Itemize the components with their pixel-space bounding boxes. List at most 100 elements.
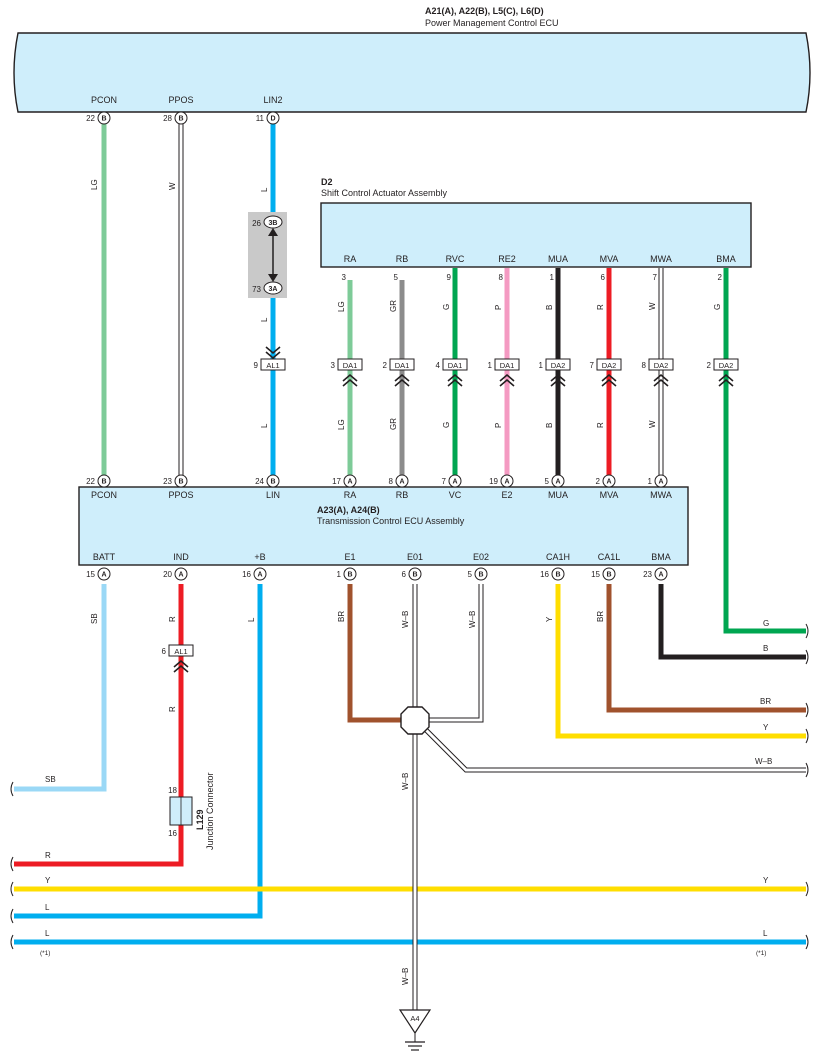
l129-name: Junction Connector — [205, 772, 215, 850]
da-connector-bma: DA2 2 — [707, 358, 739, 387]
svg-text:1: 1 — [488, 361, 493, 370]
lin-junction-3a-pin: 73 — [252, 285, 261, 294]
wire-label-l-left: L — [45, 903, 50, 912]
pmc-pin-circle-lin2: D 11 — [256, 111, 280, 125]
lin-junction-3b — [263, 215, 283, 229]
wire-e02-wb-outline — [428, 584, 484, 723]
svg-text:28: 28 — [163, 114, 172, 123]
svg-text:DA2: DA2 — [551, 361, 566, 370]
tcm-bottom-circle-bma: A 23 — [643, 567, 668, 581]
wire-label-l-lin-3: L — [260, 423, 269, 428]
svg-text:1: 1 — [648, 477, 653, 486]
d2-code: D2 — [321, 177, 333, 187]
svg-text:B: B — [478, 572, 483, 579]
wire-bma-b — [658, 584, 806, 660]
svg-text:17: 17 — [332, 477, 341, 486]
d2-pin-rvc: RVC — [446, 254, 465, 264]
svg-text:1: 1 — [539, 361, 544, 370]
d2-name: Shift Control Actuator Assembly — [321, 188, 448, 198]
ind-al1-box — [168, 644, 194, 657]
tcm-bottom-circle-e02: B 5 — [468, 567, 488, 581]
svg-text:B: B — [178, 116, 183, 123]
da-connector-mua: DA2 1 — [539, 358, 571, 387]
svg-text:22: 22 — [86, 114, 95, 123]
svg-text:15: 15 — [591, 570, 600, 579]
tcm-top-circle-vc: A 7 — [442, 474, 462, 488]
wire-label-r-mva-2: R — [596, 422, 605, 428]
tcm-pin-batt: BATT — [93, 552, 116, 562]
da-connector-ra: DA1 3 — [331, 358, 363, 387]
lin-junction-arrow-up — [268, 228, 278, 236]
wire-label-lg-pcon: LG — [90, 179, 99, 190]
tcm-top-circle-ppos: B 23 — [163, 474, 188, 488]
svg-text:15: 15 — [86, 570, 95, 579]
d2-pin-num-mwa: 7 — [653, 273, 658, 282]
wire-bma-g — [723, 268, 806, 634]
tcm-pin-mwa: MWA — [650, 490, 672, 500]
d2-pin-ra: RA — [344, 254, 357, 264]
da-connector-rvc: DA1 4 — [436, 358, 468, 387]
wire-label-lg-ra-1: LG — [337, 301, 346, 312]
tcm-pin-e01: E01 — [407, 552, 423, 562]
svg-text:16: 16 — [242, 570, 251, 579]
tcm-pin-vc: VC — [449, 490, 462, 500]
wire-label-g-rvc-1: G — [442, 304, 451, 310]
wire-label-l-lin-1: L — [260, 187, 269, 192]
wire-ca1h-y — [555, 584, 806, 739]
svg-text:22: 22 — [86, 477, 95, 486]
note-star1-left: (*1) — [40, 950, 50, 957]
tcm-pin-plus-b: +B — [254, 552, 265, 562]
wire-label-wb-e01: W–B — [401, 611, 410, 628]
wire-label-p-re2-2: P — [494, 423, 503, 428]
wire-label-sb-left: SB — [45, 775, 56, 784]
svg-text:DA2: DA2 — [719, 361, 734, 370]
l129-pin-top: 18 — [168, 786, 177, 795]
pmc-ecu-box — [13, 32, 811, 113]
tcm-bottom-circle-ind: A 20 — [163, 567, 188, 581]
svg-text:B: B — [555, 572, 560, 579]
note-star1-right: (*1) — [756, 950, 766, 957]
tcm-bottom-circle-e01: B 6 — [402, 567, 422, 581]
wire-label-wb-ground-1: W–B — [401, 773, 410, 790]
svg-text:DA1: DA1 — [500, 361, 515, 370]
tcm-box — [78, 486, 689, 566]
d2-pin-num-mua: 1 — [550, 273, 555, 282]
wire-label-r-ind-2: R — [168, 706, 177, 712]
tcm-pin-ppos: PPOS — [168, 490, 193, 500]
pmc-pin-circle-pcon: B 22 — [86, 111, 111, 125]
ind-al1-chevron-2 — [173, 664, 189, 673]
wire-label-wb-ground-2: W–B — [401, 968, 410, 985]
wire-label-wb-right: W–B — [755, 757, 772, 766]
wire-label-gr-rb-1: GR — [389, 300, 398, 312]
svg-text:1: 1 — [337, 570, 342, 579]
wire-label-w-mwa-2: W — [648, 420, 657, 428]
svg-text:B: B — [606, 572, 611, 579]
svg-text:5: 5 — [468, 570, 473, 579]
svg-text:A: A — [606, 479, 611, 486]
tcm-pin-ra: RA — [344, 490, 357, 500]
svg-text:A: A — [101, 572, 106, 579]
svg-text:D: D — [270, 116, 275, 123]
wire-label-br-ca1l: BR — [596, 611, 605, 622]
l129-pin-bottom: 16 — [168, 829, 177, 838]
svg-text:B: B — [412, 572, 417, 579]
svg-text:A: A — [658, 572, 663, 579]
d2-pin-num-re2: 8 — [499, 273, 504, 282]
svg-text:5: 5 — [545, 477, 550, 486]
svg-text:6: 6 — [402, 570, 407, 579]
tcm-pin-mua: MUA — [548, 490, 568, 500]
tcm-pin-e2: E2 — [501, 490, 512, 500]
svg-text:DA1: DA1 — [343, 361, 358, 370]
svg-text:B: B — [347, 572, 352, 579]
da-connector-mwa: DA2 8 — [642, 358, 674, 387]
lin-al1-chevron-2 — [265, 351, 281, 360]
d2-pin-num-mva: 6 — [601, 273, 606, 282]
d2-box — [320, 202, 752, 268]
wire-label-y-right: Y — [763, 876, 769, 885]
wire-plus-b-l — [14, 584, 263, 919]
d2-pin-rb: RB — [396, 254, 409, 264]
svg-text:2: 2 — [707, 361, 712, 370]
svg-text:24: 24 — [255, 477, 264, 486]
d2-pin-re2: RE2 — [498, 254, 516, 264]
tcm-top-circle-ra: A 17 — [332, 474, 357, 488]
